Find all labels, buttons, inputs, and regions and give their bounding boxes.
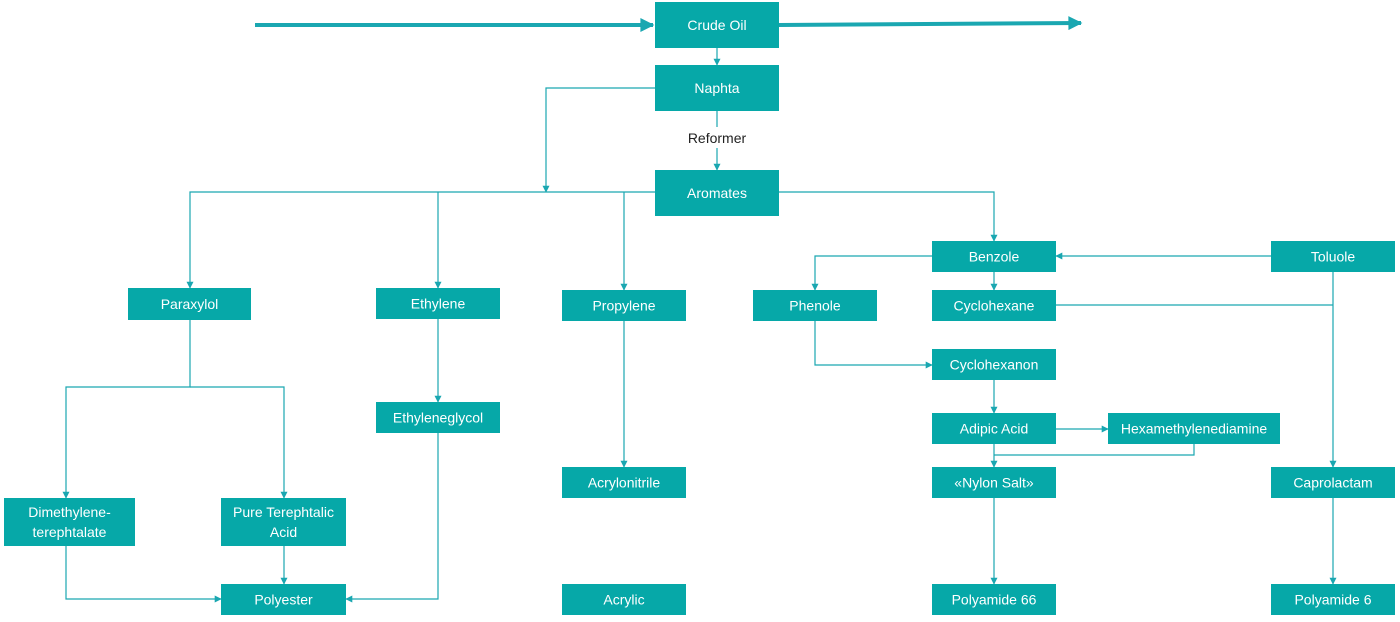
node-label-toluole: Toluole xyxy=(1311,249,1356,265)
edge-pure-terephtalic-acid-to-polyester xyxy=(65,546,222,603)
edge-labels-layer: Reformer xyxy=(688,130,747,146)
node-box-acrylic xyxy=(562,584,686,615)
node-label-polyamide-6: Polyamide 6 xyxy=(1294,592,1371,608)
node-hexamethylenediamine: Hexamethylenediamine xyxy=(1108,413,1280,444)
edge-benzole-to-cyclohexane xyxy=(811,255,932,291)
edges-layer xyxy=(62,16,1337,603)
node-label-acrylic: Acrylic xyxy=(603,592,644,608)
node-label-ethylene: Ethylene xyxy=(411,296,466,312)
node-box-ethylene xyxy=(376,288,500,319)
node-phenole: Phenole xyxy=(753,290,877,321)
node-polyester: Polyester xyxy=(221,584,346,615)
node-label-propylene: Propylene xyxy=(592,298,655,314)
node-label-polyamide-66: Polyamide 66 xyxy=(952,592,1037,608)
edge-cyclohexanon-to-adipic-acid xyxy=(814,321,933,369)
edge-label-reformer: Reformer xyxy=(688,130,747,146)
node-adipic-acid: Adipic Acid xyxy=(932,413,1056,444)
node-benzole: Benzole xyxy=(932,241,1056,272)
node-box-hexamethylenediamine xyxy=(1108,413,1280,444)
node-box-cyclohexane xyxy=(932,290,1056,321)
node-box-acrylonitrile xyxy=(562,467,686,498)
node-polyamide-66: Polyamide 66 xyxy=(932,584,1056,615)
node-cyclohexane: Cyclohexane xyxy=(932,290,1056,321)
node-box-benzole xyxy=(932,241,1056,272)
node-box-phenole xyxy=(753,290,877,321)
node-label-aromates: Aromates xyxy=(687,185,747,201)
node-box-pure-terephtalic-acid xyxy=(221,498,346,546)
node-box-paraxylol xyxy=(128,288,251,320)
node-ethylene: Ethylene xyxy=(376,288,500,319)
node-acrylic: Acrylic xyxy=(562,584,686,615)
node-box-ethyleneglycol xyxy=(376,402,500,433)
edge-paraxylol-to-pure-terephtalic-acid xyxy=(62,320,191,499)
node-label-ethyleneglycol: Ethyleneglycol xyxy=(393,410,483,426)
node-propylene: Propylene xyxy=(562,290,686,321)
node-label-caprolactam: Caprolactam xyxy=(1293,475,1372,491)
node-caprolactam: Caprolactam xyxy=(1271,467,1395,498)
node-box-polyester xyxy=(221,584,346,615)
edge-dimethylene-terephtalate-to-polyester xyxy=(190,386,288,499)
node-box-crude-oil xyxy=(655,2,779,48)
node-box-cyclohexanon xyxy=(932,349,1056,380)
node-paraxylol: Paraxylol xyxy=(128,288,251,320)
node-box-naphta xyxy=(655,65,779,111)
node-label-cyclohexane: Cyclohexane xyxy=(954,298,1035,314)
edge-aromates-to-paraxylol xyxy=(542,87,655,193)
node-label-paraxylol: Paraxylol xyxy=(161,296,219,312)
node-label-dimethylene-terephtalate-1: Dimethylene- xyxy=(28,504,111,520)
node-naphta: Naphta xyxy=(655,65,779,111)
node-aromates: Aromates xyxy=(655,170,779,216)
node-label-benzole: Benzole xyxy=(969,249,1020,265)
edge-nylon-salt-to-polyamide-66 xyxy=(994,444,1195,456)
node-label-dimethylene-terephtalate-2: terephtalate xyxy=(33,524,107,540)
node-polyamide-6: Polyamide 6 xyxy=(1271,584,1395,615)
edge-toluole-to-benzole xyxy=(779,191,998,242)
node-label-adipic-acid: Adipic Acid xyxy=(960,421,1028,437)
node-label-crude-oil: Crude Oil xyxy=(687,17,746,33)
edge-crude-oil-to-end xyxy=(778,16,1083,31)
node-box-toluole xyxy=(1271,241,1395,272)
edge-propylene-to-acrylonitrile xyxy=(345,433,439,603)
node-box-adipic-acid xyxy=(932,413,1056,444)
node-box-aromates xyxy=(655,170,779,216)
node-label-acrylonitrile: Acrylonitrile xyxy=(588,475,661,491)
node-cyclohexanon: Cyclohexanon xyxy=(932,349,1056,380)
node-label-hexamethylenediamine: Hexamethylenediamine xyxy=(1121,421,1268,437)
node-box-dimethylene-terephtalate xyxy=(4,498,135,546)
node-box-polyamide-66 xyxy=(932,584,1056,615)
node-ethyleneglycol: Ethyleneglycol xyxy=(376,402,500,433)
node-nylon-salt: «Nylon Salt» xyxy=(932,467,1056,498)
node-dimethylene-terephtalate: Dimethylene-terephtalate xyxy=(4,498,135,546)
node-toluole: Toluole xyxy=(1271,241,1395,272)
node-label-naphta: Naphta xyxy=(694,80,739,96)
node-label-phenole: Phenole xyxy=(789,298,841,314)
node-box-propylene xyxy=(562,290,686,321)
edge-aromates-to-ethylene xyxy=(186,191,655,289)
node-label-cyclohexanon: Cyclohexanon xyxy=(950,357,1039,373)
node-crude-oil: Crude Oil xyxy=(655,2,779,48)
node-label-pure-terephtalic-acid-1: Pure Terephtalic xyxy=(233,504,334,520)
node-label-pure-terephtalic-acid-2: Acid xyxy=(270,524,297,540)
node-box-nylon-salt xyxy=(932,467,1056,498)
node-box-caprolactam xyxy=(1271,467,1395,498)
node-acrylonitrile: Acrylonitrile xyxy=(562,467,686,498)
node-label-polyester: Polyester xyxy=(254,592,313,608)
node-box-polyamide-6 xyxy=(1271,584,1395,615)
node-label-nylon-salt: «Nylon Salt» xyxy=(954,475,1034,491)
